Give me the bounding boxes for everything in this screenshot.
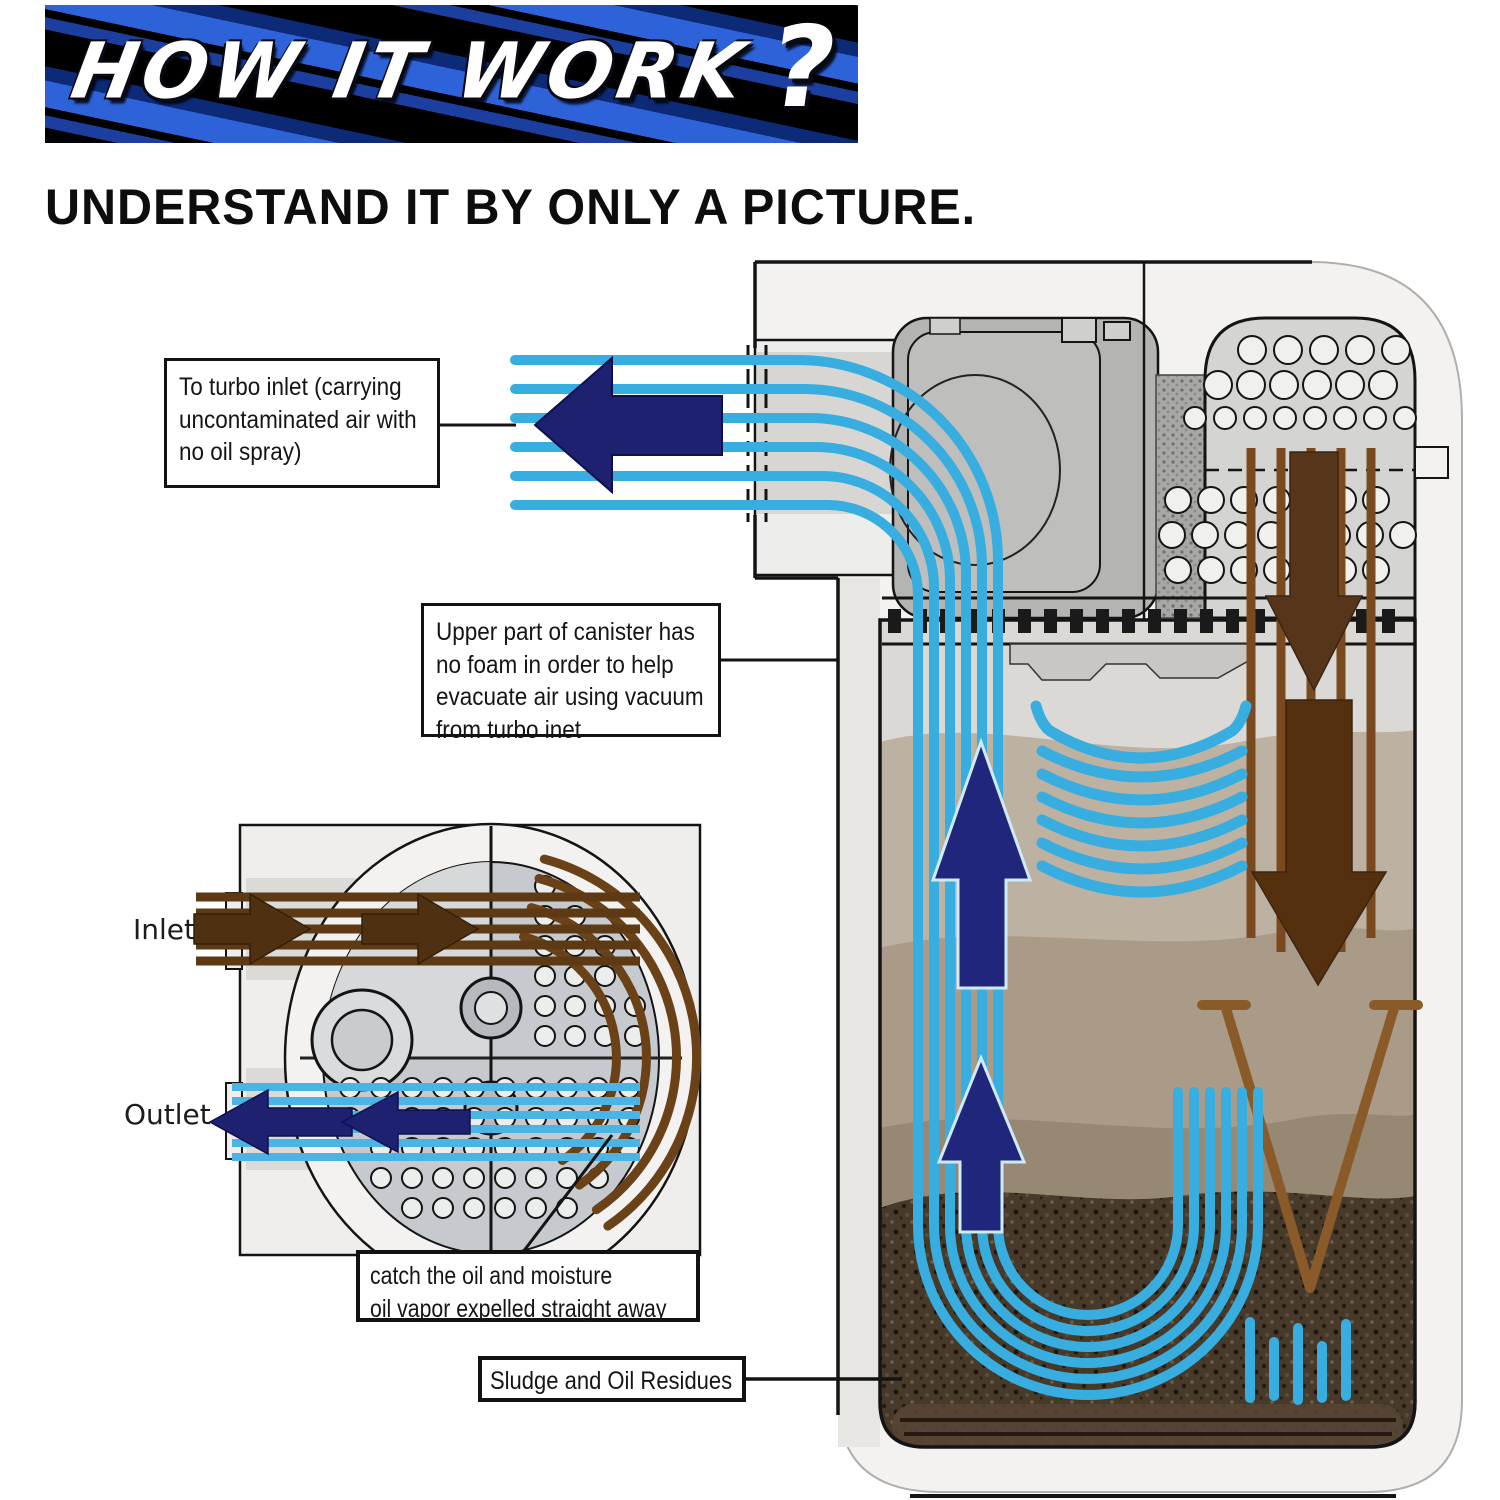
motor-face bbox=[907, 331, 1101, 593]
callout-line: catch the oil and moisture bbox=[370, 1262, 613, 1290]
inlet-arrow-icon bbox=[193, 892, 312, 966]
chamber-border bbox=[878, 618, 1417, 1449]
terminal-block bbox=[1103, 321, 1131, 341]
callout-line: evacuate air using vacuum bbox=[436, 683, 704, 711]
oil-catch-can-diagram bbox=[193, 260, 1463, 1498]
callout-upper-canister: Upper part of canister has no foam in or… bbox=[421, 603, 721, 744]
callout-line: To turbo inlet (carrying bbox=[179, 373, 402, 401]
separator-top-view bbox=[193, 822, 702, 1294]
main-canister bbox=[510, 260, 1463, 1498]
callout-catch-oil: catch the oil and moisture oil vapor exp… bbox=[356, 1250, 700, 1323]
drain-tube-inner bbox=[330, 1008, 394, 1072]
callout-line: from turbo inet bbox=[436, 715, 582, 744]
callout-to-turbo-inlet: To turbo inlet (carrying uncontaminated … bbox=[164, 358, 440, 488]
callout-line: oil vapor expelled straight away bbox=[370, 1294, 667, 1323]
side-notch bbox=[1414, 446, 1449, 479]
oil-flow bbox=[1197, 448, 1423, 1293]
shell-left-wall bbox=[838, 578, 880, 1447]
air-up-arrows bbox=[930, 737, 1033, 1234]
banner-stripes bbox=[45, 5, 858, 143]
callout-connectors bbox=[440, 423, 902, 1381]
air-bubbles-ticks bbox=[1245, 1317, 1351, 1405]
air-up-arrow-icon bbox=[936, 1054, 1027, 1234]
callout-sludge-residues: Sludge and Oil Residues bbox=[478, 1356, 746, 1402]
callout-line: Sludge and Oil Residues bbox=[490, 1367, 733, 1395]
terminal-block bbox=[1061, 317, 1097, 343]
oil-down-arrow-icon bbox=[1250, 699, 1388, 987]
callout-line: no foam in order to help bbox=[436, 650, 674, 679]
banner-title: HOW IT WORK bbox=[65, 27, 755, 117]
callout-line: uncontaminated air with bbox=[179, 405, 417, 434]
air-flow-lines bbox=[510, 355, 1263, 1400]
callout-line: no oil spray) bbox=[179, 438, 302, 466]
to-turbo-arrow-icon bbox=[533, 355, 723, 495]
oil-down-arrow-icon bbox=[1264, 451, 1364, 692]
outlet-arrow-icon bbox=[340, 1090, 471, 1154]
callout-line: Upper part of canister has bbox=[436, 618, 695, 646]
air-up-arrow-icon bbox=[930, 737, 1033, 990]
air-dispersion-curves bbox=[1030, 700, 1252, 898]
page-title: UNDERSTAND IT BY ONLY A PICTURE. bbox=[45, 179, 977, 235]
canister-outline-lines bbox=[746, 260, 1396, 1498]
how-it-work-banner: HOW IT WORK ? bbox=[45, 5, 858, 143]
inlet-arrow-icon bbox=[361, 892, 480, 966]
inlet-label: Inlet bbox=[133, 913, 195, 946]
outlet-label: Outlet bbox=[124, 1098, 211, 1131]
